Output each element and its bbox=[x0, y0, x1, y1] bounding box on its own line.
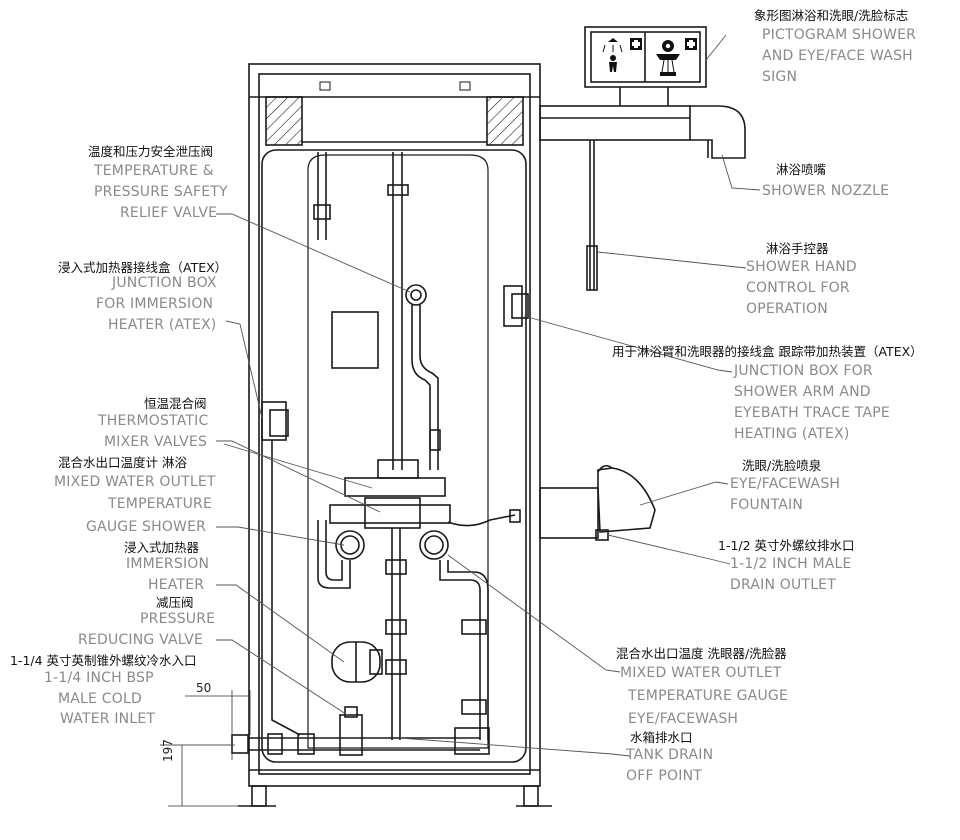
cabinet-frame bbox=[238, 63, 552, 807]
sign-label-en-3: SIGN bbox=[762, 69, 798, 85]
sign-label-en-2: AND EYE/FACE WASH bbox=[762, 48, 913, 64]
sign-pictograms bbox=[602, 38, 697, 76]
drain-outlet-label-en-1: 1-1/2 INCH MALE bbox=[730, 556, 852, 572]
mixer-valves-label-zh: 恒温混合阀 bbox=[144, 396, 207, 411]
storage-tank bbox=[307, 154, 489, 749]
sign-label-zh: 象形图淋浴和洗眼/洗脸标志 bbox=[754, 8, 909, 23]
cold-inlet-label-en-3: WATER INLET bbox=[60, 711, 156, 727]
tank-drain-label-zh: 水箱排水口 bbox=[630, 730, 693, 745]
immersion-heater-label-en-2: HEATER bbox=[148, 577, 205, 593]
reducing-valve-label-en-2: REDUCING VALVE bbox=[78, 632, 204, 648]
junction-trace-label-en-4: HEATING (ATEX) bbox=[734, 426, 850, 442]
junction-heater-label-zh: 浸入式加热器接线盒（ATEX） bbox=[58, 260, 228, 275]
reducing-valve-label-zh: 减压阀 bbox=[156, 595, 194, 610]
junction-heater-label-en-3: HEATER (ATEX) bbox=[108, 317, 217, 333]
junction-trace-label-en-3: EYEBATH TRACE TAPE bbox=[734, 405, 890, 421]
relief-valve-label-zh: 温度和压力安全泄压阀 bbox=[88, 144, 214, 159]
relief-valve-label-en-2: PRESSURE SAFETY bbox=[94, 184, 228, 200]
junction-trace-label-zh: 用于淋浴臂和洗眼器的接线盒 跟踪带加热装置（ATEX） bbox=[612, 344, 923, 359]
mixer-valves-label-en-1: THERMOSTATIC bbox=[98, 413, 209, 429]
dimension-horizontal: 50 bbox=[196, 681, 212, 695]
junction-heater-label-en-1: JUNCTION BOX bbox=[112, 275, 217, 291]
control-box bbox=[331, 311, 379, 369]
eyewash-fountain-label-zh: 洗眼/洗脸喷泉 bbox=[742, 458, 822, 473]
shower-control-label-zh: 淋浴手控器 bbox=[766, 241, 829, 256]
shower-arm bbox=[539, 105, 746, 291]
inlet-pipework bbox=[231, 706, 490, 756]
immersion-heater-label-en-1: IMMERSION bbox=[126, 556, 210, 572]
eyewash-fountain-unit bbox=[539, 464, 656, 541]
mixer-manifold bbox=[317, 459, 521, 740]
eyewash-pictogram-icon bbox=[656, 40, 680, 76]
junction-heater-label-en-2: FOR IMMERSION bbox=[96, 296, 214, 312]
first-aid-cross-icon bbox=[630, 38, 697, 50]
junction-trace-label-en-2: SHOWER ARM AND bbox=[734, 384, 871, 400]
gauge-shower-label-zh: 混合水出口温度计 淋浴 bbox=[58, 455, 187, 470]
drain-outlet-label-zh: 1-1/2 英寸外螺纹排水口 bbox=[718, 538, 855, 553]
eyewash-fountain-label-en-2: FOUNTAIN bbox=[730, 497, 804, 513]
immersion-heater-label-zh: 浸入式加热器 bbox=[124, 540, 200, 555]
gauge-eyewash-label-en-2: TEMPERATURE GAUGE bbox=[628, 688, 789, 704]
gauge-eyewash-label-en-3: EYE/FACEWASH bbox=[628, 711, 739, 727]
gauge-shower-label-en-1: MIXED WATER OUTLET bbox=[54, 474, 216, 490]
tank-drain-label-en-2: OFF POINT bbox=[626, 768, 702, 784]
shower-nozzle-label-en: SHOWER NOZZLE bbox=[762, 183, 890, 199]
drain-outlet-label-en-2: DRAIN OUTLET bbox=[730, 577, 836, 593]
cold-inlet-label-en-1: 1-1/4 INCH BSP bbox=[44, 670, 154, 686]
safety-sign bbox=[584, 26, 707, 106]
shower-nozzle-label-zh: 淋浴喷嘴 bbox=[776, 162, 827, 177]
sign-label-en-1: PICTOGRAM SHOWER bbox=[762, 27, 917, 43]
cold-inlet-label-zh: 1-1/4 英寸英制锥外螺纹冷水入口 bbox=[10, 653, 197, 668]
gauge-shower-label-en-2: TEMPERATURE bbox=[108, 496, 212, 512]
gauge-eyewash-label-zh: 混合水出口温度 洗眼器/洗脸器 bbox=[616, 646, 787, 661]
dimension-lines bbox=[168, 690, 251, 807]
immersion-heater-unit bbox=[331, 641, 383, 683]
shower-pictogram-icon bbox=[602, 38, 623, 72]
dimension-vertical: 197 bbox=[161, 739, 175, 762]
eyewash-fountain-label-en-1: EYE/FACEWASH bbox=[730, 476, 841, 492]
reducing-valve-label-en-1: PRESSURE bbox=[140, 611, 216, 627]
trace-junction-box bbox=[503, 285, 529, 327]
gauge-shower-label-en-3: GAUGE SHOWER bbox=[86, 519, 207, 535]
leader-lines bbox=[160, 34, 761, 757]
relief-valve-label-en-3: RELIEF VALVE bbox=[120, 205, 218, 221]
shower-control-label-en-3: OPERATION bbox=[746, 301, 828, 317]
cold-inlet-label-en-2: MALE COLD bbox=[58, 691, 142, 707]
shower-control-label-en-1: SHOWER HAND bbox=[746, 259, 857, 275]
relief-valve-label-en-1: TEMPERATURE & bbox=[94, 163, 214, 179]
mixer-valves-label-en-2: MIXER VALVES bbox=[104, 434, 208, 450]
shower-control-label-en-2: CONTROL FOR bbox=[746, 280, 850, 296]
gauge-eyewash-label-en-1: MIXED WATER OUTLET bbox=[620, 665, 782, 681]
tank-drain-label-en-1: TANK DRAIN bbox=[626, 747, 714, 763]
tank-pipework bbox=[313, 152, 441, 470]
heater-junction-box bbox=[261, 401, 301, 736]
junction-trace-label-en-1: JUNCTION BOX FOR bbox=[734, 363, 873, 379]
